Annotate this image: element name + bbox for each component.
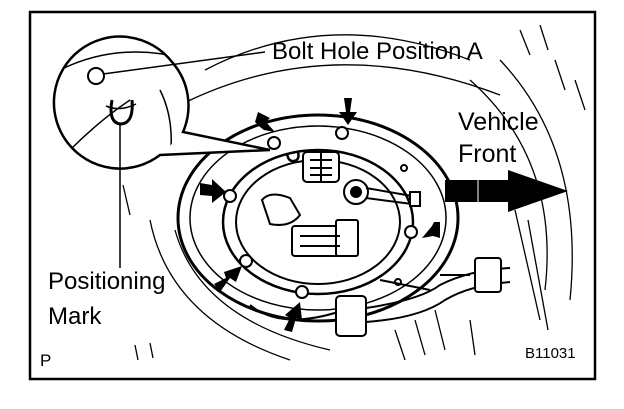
label-bolt-hole-position-a: Bolt Hole Position A bbox=[272, 38, 483, 65]
flange-inner-ring bbox=[189, 125, 447, 311]
figure-code: B11031 bbox=[525, 345, 576, 362]
bolt-icon bbox=[335, 126, 349, 140]
fuel-hoses bbox=[249, 257, 511, 337]
bolt-hole-a-icon bbox=[87, 67, 105, 85]
bolt-icon bbox=[223, 189, 237, 203]
positioning-mark bbox=[285, 151, 300, 163]
vehicle-front-arrow-icon bbox=[445, 170, 568, 212]
bolt-icon bbox=[295, 285, 309, 299]
leader-bolt-hole bbox=[102, 51, 266, 75]
label-positioning: Positioning bbox=[48, 268, 166, 295]
flange-outer-ring bbox=[176, 113, 460, 323]
label-vehicle: Vehicle bbox=[458, 108, 539, 136]
bolt-icon bbox=[404, 225, 418, 239]
fuel-outlet-pipe bbox=[343, 179, 421, 207]
flange-step-ring bbox=[221, 148, 415, 296]
label-mark: Mark bbox=[48, 303, 102, 330]
label-front: Front bbox=[458, 140, 517, 168]
electrical-connector bbox=[302, 151, 340, 183]
view-letter: P bbox=[40, 351, 52, 370]
flange-bolts bbox=[223, 126, 418, 299]
bolt-icon bbox=[267, 136, 281, 150]
pump-body bbox=[260, 193, 359, 257]
bolt-icon bbox=[239, 254, 253, 268]
bolt-pointer-arrows bbox=[200, 98, 440, 332]
